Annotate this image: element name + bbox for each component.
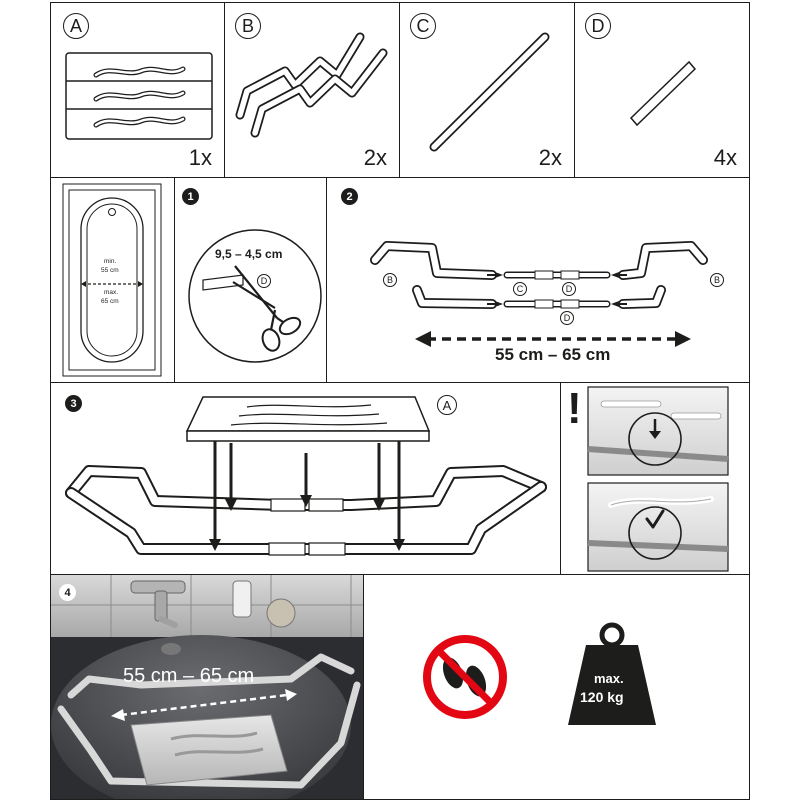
tub-max-value: 65 cm	[101, 298, 119, 305]
latch-detail-photos	[587, 386, 729, 572]
short-connector-icon	[629, 60, 697, 127]
part-quantity: 2x	[538, 145, 562, 170]
part-letter-badge: B	[235, 13, 261, 39]
max-weight-label: max.	[594, 671, 624, 686]
weight-icon	[568, 622, 656, 725]
tub-max-label: max.	[104, 289, 119, 296]
part-c-panel: C 2x	[399, 2, 575, 178]
no-standing-sign-icon	[423, 635, 507, 719]
tub-min-value: 55 cm	[101, 267, 119, 274]
part-letter-badge: D	[585, 13, 611, 39]
step-3-panel: 3 A	[50, 382, 561, 575]
step-4-photo-panel: 4 55 cm – 65 cm	[50, 574, 364, 800]
part-b-label: B	[710, 273, 724, 287]
tub-diagram-panel: min. 55 cm max. 65 cm	[50, 177, 175, 383]
cut-length-label: 9,5 – 4,5 cm	[215, 247, 283, 261]
tub-min-label: min.	[104, 258, 117, 265]
cut-connector-illustration	[188, 229, 322, 363]
part-d-label: D	[562, 282, 576, 296]
range-label: 55 cm – 65 cm	[123, 665, 255, 687]
max-weight-value: 120 kg	[580, 689, 624, 705]
safety-icons	[423, 622, 656, 725]
bent-rail-icon	[235, 32, 388, 138]
part-b-panel: B 2x	[224, 2, 400, 178]
part-d-panel: D 4x	[574, 2, 750, 178]
step-2-panel: 2	[326, 177, 750, 383]
part-b-label: B	[383, 273, 397, 287]
range-label: 55 cm – 65 cm	[495, 345, 611, 364]
step-number-badge: 3	[65, 395, 82, 412]
step-1-panel: 1 9,5 – 4,5 cm D	[174, 177, 327, 383]
part-a-label: A	[437, 395, 457, 415]
straight-tube-icon	[429, 32, 550, 152]
installed-seat-photo	[51, 575, 363, 799]
part-d-label: D	[257, 274, 271, 288]
seat-board-icon	[65, 52, 213, 140]
rail-assembly-illustration	[370, 241, 708, 347]
safety-panel: max. 120 kg	[363, 574, 750, 800]
bathtub-top-view	[62, 183, 162, 377]
part-c-label: C	[513, 282, 527, 296]
step-number-badge: 4	[59, 584, 76, 601]
part-letter-badge: C	[410, 13, 436, 39]
warning-mark: !	[567, 384, 582, 433]
part-d-label: D	[560, 311, 574, 325]
part-a-panel: A 1x	[50, 2, 225, 178]
seat-mount-illustration	[65, 396, 547, 556]
step-number-badge: 1	[182, 188, 199, 205]
warning-detail-panel: !	[560, 382, 750, 575]
step-number-badge: 2	[341, 188, 358, 205]
part-letter-badge: A	[63, 13, 89, 39]
part-quantity: 2x	[363, 145, 387, 170]
part-quantity: 1x	[188, 145, 212, 170]
part-quantity: 4x	[713, 145, 737, 170]
